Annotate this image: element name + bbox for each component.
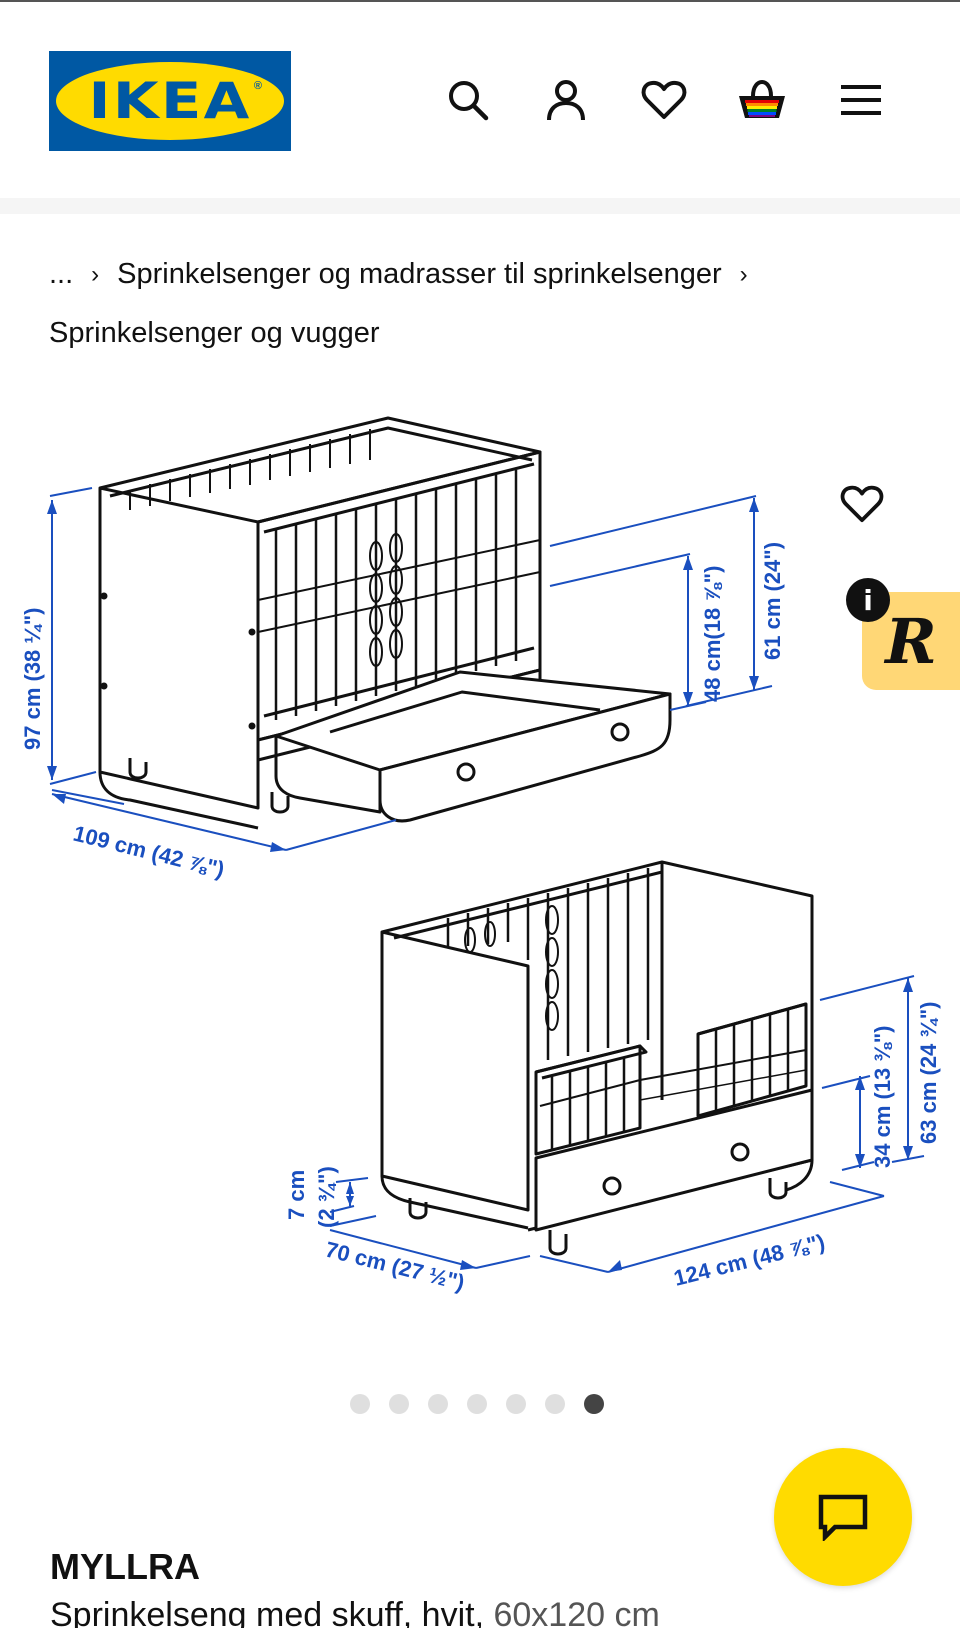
logo-registered-mark: ® (253, 80, 262, 92)
gallery-dot[interactable] (506, 1394, 526, 1414)
status-line (0, 0, 960, 2)
dim-label-side-outer: 63 cm (24 ¾") (916, 1001, 941, 1144)
account-button[interactable] (538, 72, 594, 128)
info-icon[interactable]: i (846, 578, 890, 622)
gallery-dot[interactable] (389, 1394, 409, 1414)
gallery-dot[interactable] (467, 1394, 487, 1414)
review-badge[interactable]: R (862, 592, 960, 690)
product-type: Sprinkelseng med skuff, hvit, (50, 1596, 485, 1628)
header-divider (0, 198, 960, 214)
logo-text: IKEA (88, 72, 252, 130)
dim-label-rail-inner: 48 cm(18 ⅞") (700, 566, 725, 702)
ikea-logo[interactable]: IKEA ® (49, 51, 291, 151)
search-button[interactable] (440, 72, 496, 128)
menu-icon (841, 85, 881, 115)
basket-button[interactable] (734, 72, 790, 128)
chevron-right-icon: › (739, 261, 748, 288)
product-image-gallery[interactable]: 97 cm (38 ¼") 109 cm (42 ⅞") 48 cm(18 ⅞"… (0, 400, 960, 1360)
search-icon (449, 81, 489, 121)
product-name: MYLLRA (50, 1546, 200, 1587)
gallery-dot-active[interactable] (584, 1394, 604, 1414)
r-logo-icon: R (885, 604, 937, 678)
heart-icon (641, 80, 687, 119)
dim-label-side-inner: 34 cm (13 ⅜") (870, 1025, 895, 1168)
basket-icon (739, 79, 785, 118)
chat-bubble-icon (818, 1494, 868, 1541)
dim-label-leg: 7 cm (284, 1170, 309, 1220)
gallery-pagination (350, 1394, 604, 1414)
gallery-dot[interactable] (545, 1394, 565, 1414)
product-size: 60x120 cm (493, 1596, 660, 1628)
favourites-button[interactable] (636, 72, 692, 128)
chat-button[interactable] (774, 1448, 912, 1586)
dim-label-leg-in: (2 ¾") (314, 1166, 339, 1228)
dim-label-length: 124 cm (48 ⅞") (671, 1229, 827, 1291)
breadcrumb: ... › Sprinkelsenger og madrasser til sp… (49, 245, 929, 363)
user-icon (547, 80, 585, 121)
product-description: Sprinkelseng med skuff, hvit, 60x120 cm (50, 1596, 660, 1628)
add-to-favourites-button[interactable] (834, 476, 890, 532)
breadcrumb-item-cribs-cradles[interactable]: Sprinkelsenger og vugger (49, 317, 380, 349)
dim-label-rail-outer: 61 cm (24") (760, 542, 785, 660)
dim-label-depth: 70 cm (27 ½") (323, 1237, 467, 1296)
gallery-dot[interactable] (428, 1394, 448, 1414)
gallery-dot[interactable] (350, 1394, 370, 1414)
menu-button[interactable] (833, 72, 889, 128)
chevron-right-icon: › (91, 261, 100, 288)
breadcrumb-item-cribs-mattresses[interactable]: Sprinkelsenger og madrasser til sprinkel… (117, 258, 722, 290)
site-header: IKEA ® (0, 2, 960, 198)
logo-oval: IKEA ® (56, 62, 284, 140)
heart-icon (840, 485, 884, 523)
dim-label-top-height: 97 cm (38 ¼") (20, 607, 45, 750)
breadcrumb-ellipsis[interactable]: ... (49, 258, 74, 290)
crib-dimension-drawing: 97 cm (38 ¼") 109 cm (42 ⅞") 48 cm(18 ⅞"… (20, 416, 941, 1296)
